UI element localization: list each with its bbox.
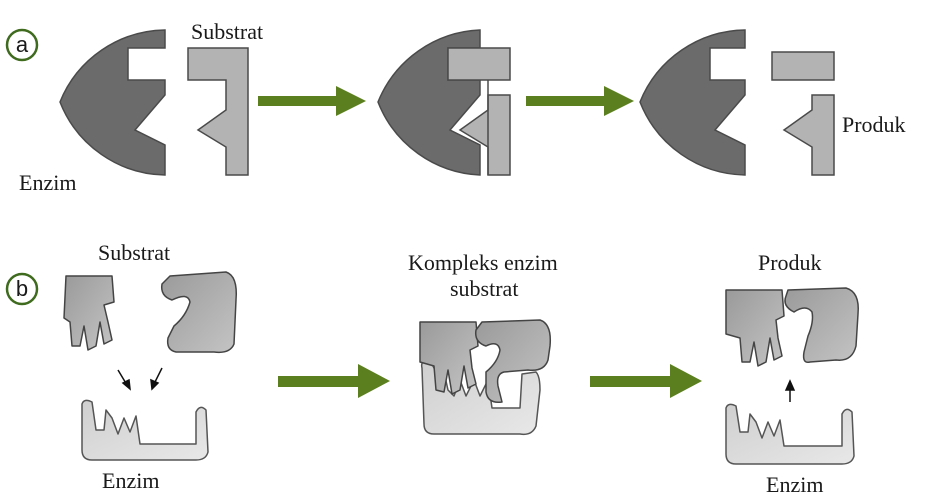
complex-b <box>419 319 552 436</box>
panel-b: b Substrat Enzim Kompleks enzim substrat <box>5 240 859 497</box>
product-a-top <box>771 51 835 81</box>
arrow-a2 <box>526 86 634 116</box>
arrow-b2 <box>590 364 702 398</box>
enzyme-b-right <box>725 403 855 465</box>
badge-b: b <box>5 272 39 306</box>
substrate-label-a: Substrat <box>191 19 263 44</box>
enzyme-label-b-right: Enzim <box>766 472 823 497</box>
panel-a: a Substrat Enzim Produk <box>5 19 906 195</box>
release-arrow-b <box>784 379 796 402</box>
badge-b-text: b <box>16 276 28 301</box>
product-label-b: Produk <box>758 250 822 275</box>
bind-arrows-b <box>117 367 163 391</box>
complex-label-line2: substrat <box>450 276 518 301</box>
product-b <box>725 287 859 367</box>
badge-a-text: a <box>16 32 29 57</box>
substrate-a1 <box>187 47 249 176</box>
product-a-bottom <box>782 94 835 176</box>
arrow-a1 <box>258 86 366 116</box>
enzyme-a1 <box>59 29 166 176</box>
enzyme-b-left <box>81 399 209 461</box>
enzyme-label-b-left: Enzim <box>102 468 159 493</box>
product-label-a: Produk <box>842 112 906 137</box>
enzyme-a3 <box>639 29 746 176</box>
substrate-b-right <box>160 271 238 354</box>
complex-label-line1: Kompleks enzim <box>408 250 558 275</box>
substrate-b-left <box>63 275 115 351</box>
complex-a <box>377 29 511 176</box>
substrate-label-b: Substrat <box>98 240 170 265</box>
badge-a: a <box>5 28 39 62</box>
arrow-b1 <box>278 364 390 398</box>
enzyme-label-a: Enzim <box>19 170 76 195</box>
